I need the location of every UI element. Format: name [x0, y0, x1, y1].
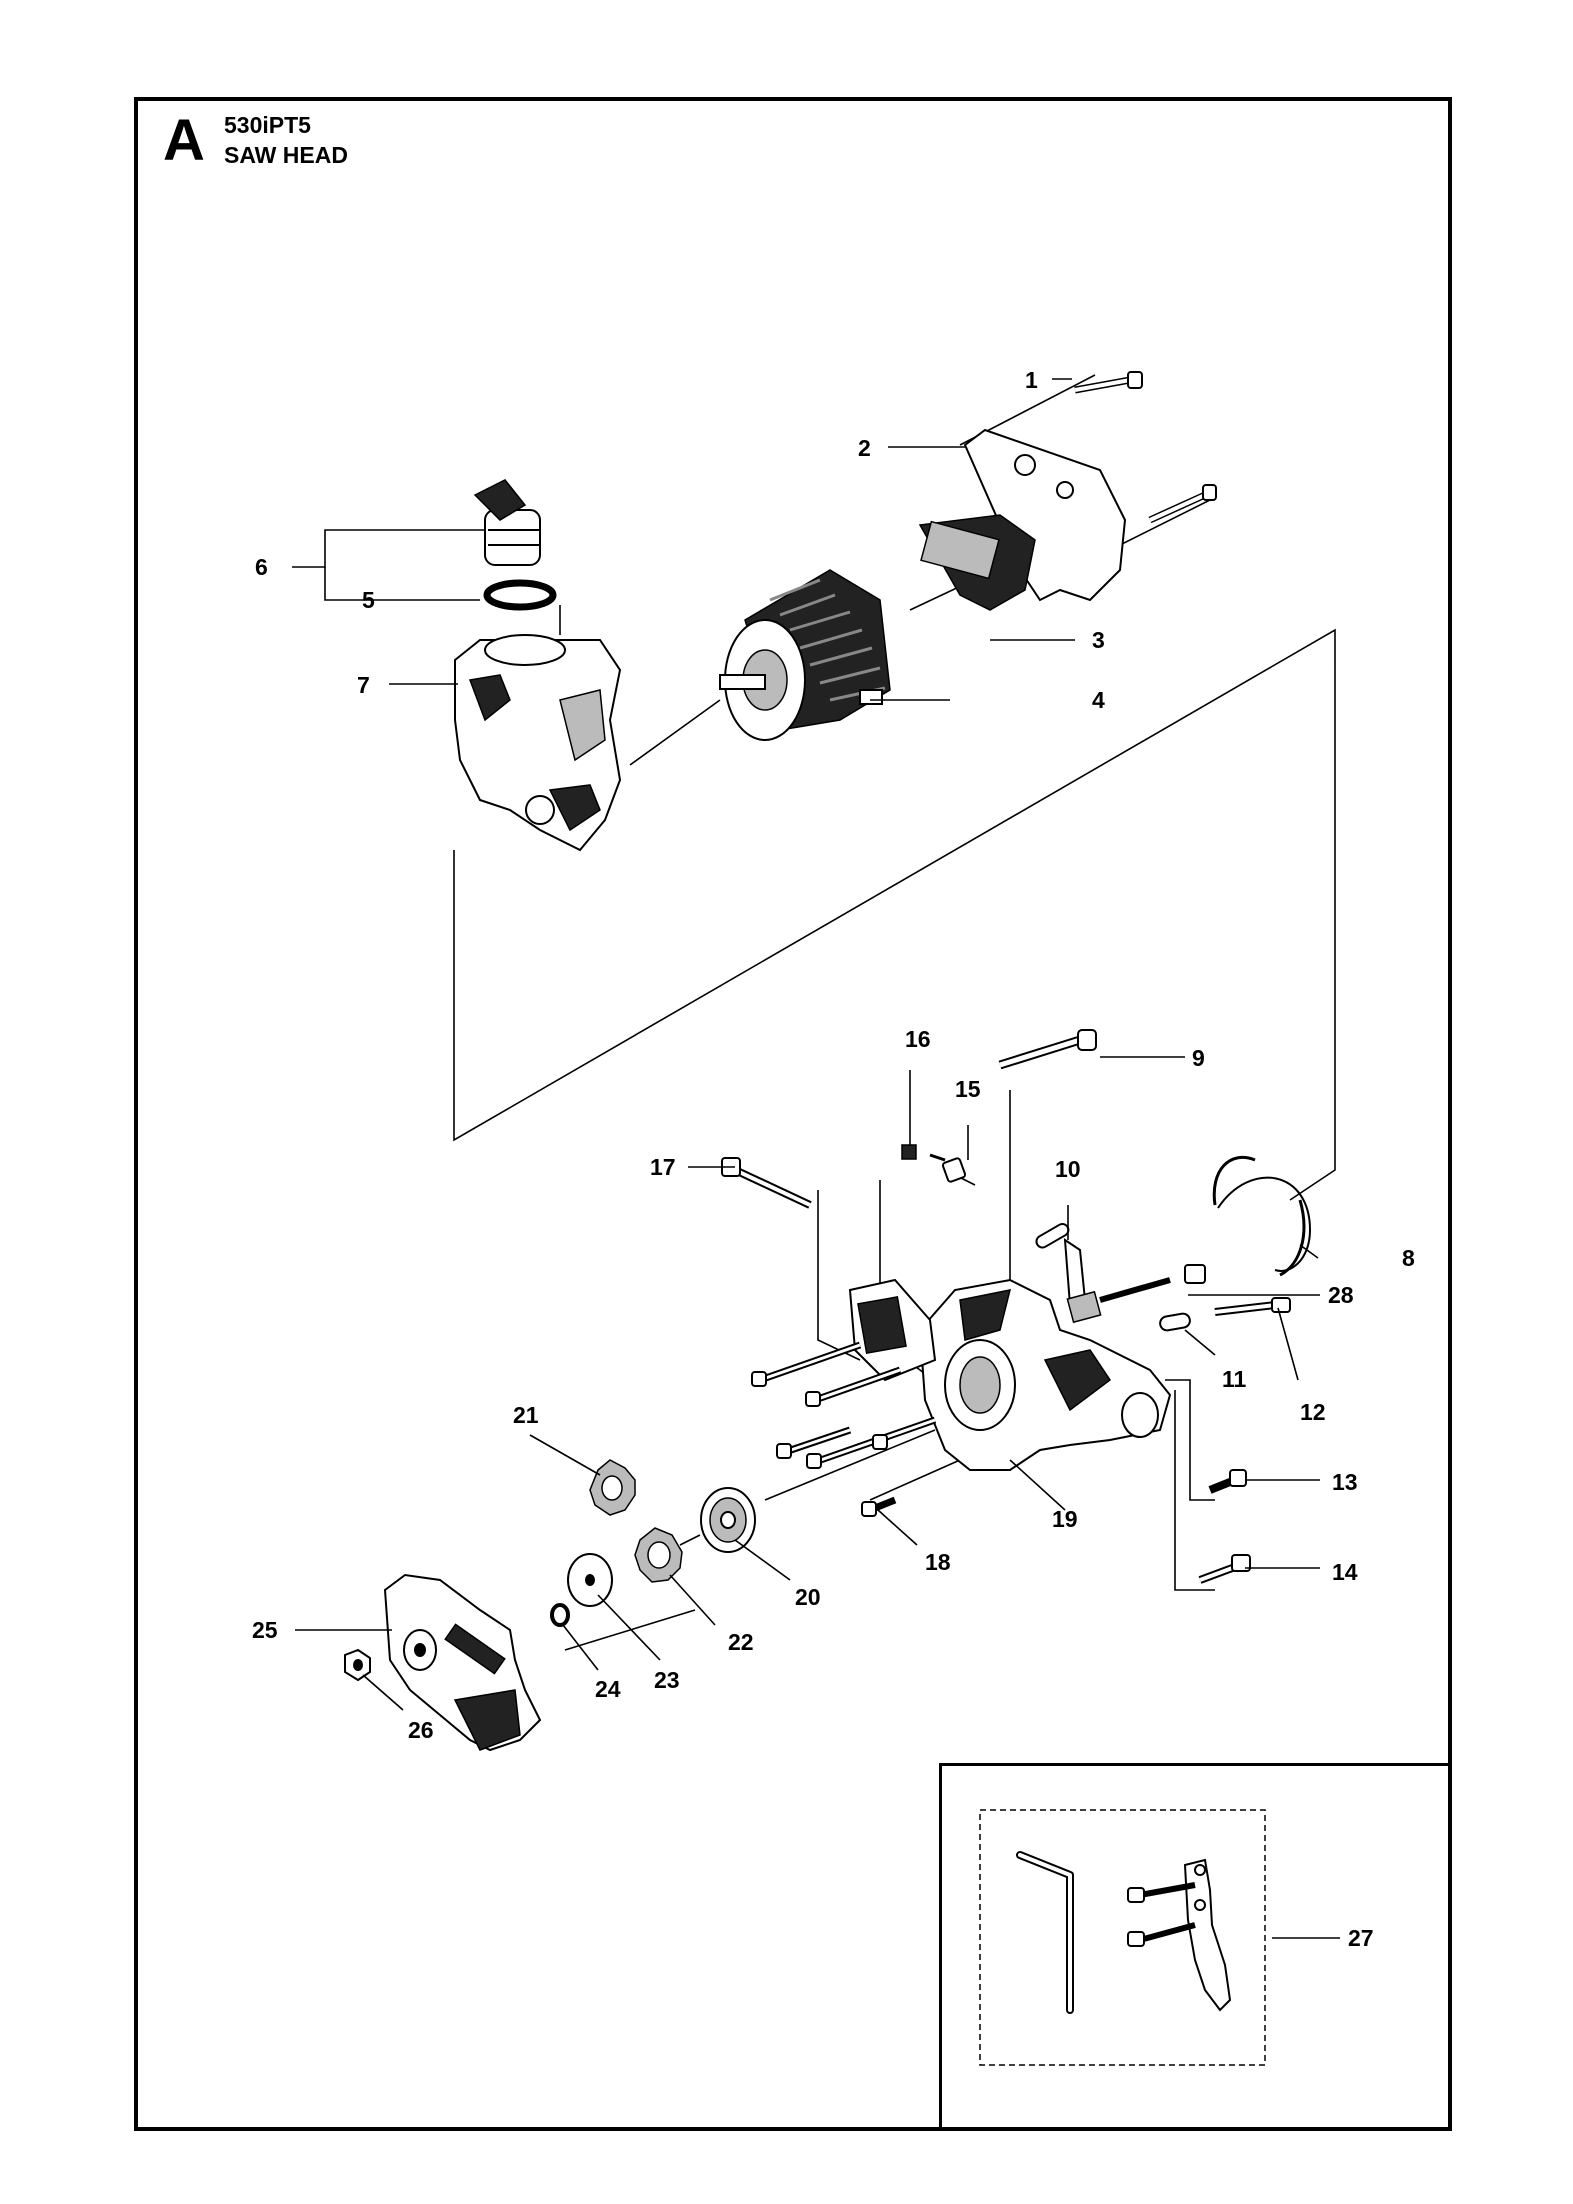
callout-26: 26 — [408, 1717, 434, 1743]
callout-leaders — [292, 378, 1340, 1939]
part-11-pin — [1159, 1312, 1191, 1332]
callout-27: 27 — [1348, 1925, 1374, 1951]
part-10-chain-tensioner — [1035, 1223, 1102, 1324]
callout-11: 11 — [1222, 1366, 1247, 1392]
callout-3: 3 — [1092, 627, 1105, 653]
part-27-tool-kit — [979, 1809, 1266, 2066]
callout-6: 6 — [255, 554, 268, 580]
callout-21: 21 — [513, 1402, 539, 1428]
callout-25: 25 — [252, 1617, 278, 1643]
callout-5: 5 — [362, 587, 375, 613]
part-5-o-ring — [483, 579, 557, 611]
callout-17: 17 — [650, 1154, 676, 1180]
part-26-nut — [344, 1648, 371, 1682]
model-name: 530iPT5 — [224, 112, 311, 138]
part-21-sprocket — [589, 1459, 636, 1516]
callout-15: 15 — [955, 1076, 981, 1102]
part-24-circlip — [550, 1603, 570, 1627]
callout-10: 10 — [1055, 1156, 1081, 1182]
part-15-adjuster — [929, 1153, 967, 1183]
callout-9: 9 — [1192, 1045, 1205, 1071]
part-23-washer — [567, 1553, 613, 1607]
part-8-spring-ring — [1212, 1155, 1306, 1277]
part-28-screw — [1099, 1264, 1206, 1303]
part-17-bolt — [721, 1157, 812, 1209]
part-17-bolts-set — [751, 1341, 937, 1469]
part-13-screw — [1208, 1469, 1247, 1494]
part-7-saw-housing — [454, 634, 622, 852]
callout-7: 7 — [357, 672, 370, 698]
part-6-oil-cap — [473, 479, 541, 566]
part-19-gear-housing — [848, 1278, 1172, 1471]
part-22-sprocket — [634, 1527, 683, 1583]
callout-23: 23 — [654, 1667, 680, 1693]
part-20-drive-pulley — [700, 1487, 756, 1553]
part-12-adjust-screw — [1214, 1297, 1291, 1316]
part-18-screw — [861, 1496, 897, 1517]
accessory-inset-box — [939, 1763, 1452, 2131]
part-25-sprocket-cover — [383, 1573, 542, 1752]
callout-4: 4 — [1092, 687, 1105, 713]
callout-2: 2 — [858, 435, 871, 461]
callout-1: 1 — [1025, 367, 1038, 393]
part-14-screw — [1198, 1554, 1251, 1584]
part-4-electric-motor — [719, 569, 891, 741]
callout-8: 8 — [1402, 1245, 1415, 1271]
assembly-guide-lines — [453, 374, 1336, 1651]
callout-22: 22 — [728, 1629, 754, 1655]
callout-13: 13 — [1332, 1469, 1358, 1495]
diagram-frame — [134, 97, 1452, 2131]
callout-18: 18 — [925, 1549, 951, 1575]
callout-14: 14 — [1332, 1559, 1358, 1585]
callout-28: 28 — [1328, 1282, 1354, 1308]
callout-20: 20 — [795, 1584, 821, 1610]
section-letter: A — [163, 108, 205, 173]
part-1-screw-secondary — [1148, 484, 1217, 524]
part-9-screw — [998, 1029, 1097, 1070]
callout-16: 16 — [905, 1026, 931, 1052]
callout-numbers: 1 2 3 4 5 6 7 8 9 10 11 12 13 14 15 16 1… — [252, 367, 1415, 1951]
diagram-title: SAW HEAD — [224, 142, 348, 168]
callout-19: 19 — [1052, 1506, 1078, 1532]
part-16-nut — [901, 1144, 917, 1160]
part-1-screw — [1074, 371, 1143, 394]
callout-12: 12 — [1300, 1399, 1326, 1425]
callout-24: 24 — [595, 1676, 621, 1702]
part-2-motor-cover — [918, 428, 1127, 611]
